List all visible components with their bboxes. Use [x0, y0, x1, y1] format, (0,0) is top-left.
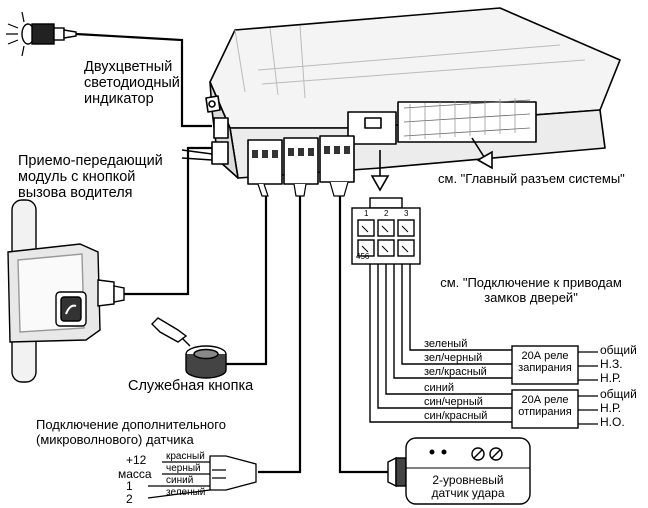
- pin-number: 3: [404, 209, 409, 218]
- door-locks-label: см. "Подключение к приводам замков двере…: [424, 275, 638, 305]
- transceiver-line-1: Приемо-передающий: [18, 153, 163, 169]
- extra-sensor-wire: [258, 196, 302, 474]
- relay-lock-line-2: запирания: [518, 362, 572, 375]
- relay-unlock-line-2: отпирания: [518, 406, 572, 419]
- main-unit: [205, 7, 621, 185]
- extra-sensor-line-2: (микроволнового) датчика: [36, 431, 194, 447]
- service-button-label: Служебная кнопка: [128, 378, 254, 394]
- relay-lock-line-1: 20А реле: [521, 350, 569, 362]
- transceiver-module: [7, 199, 125, 383]
- contact-label: общий: [600, 343, 637, 357]
- transceiver-line-3: вызова водителя: [18, 185, 133, 202]
- service-button-icon: [151, 317, 227, 379]
- wire-label: черный: [166, 463, 201, 474]
- arrow-icon: [370, 137, 493, 192]
- transceiver-line-2: модуль с кнопкой: [18, 169, 136, 186]
- pin-number: 1: [364, 209, 369, 218]
- led-indicator-line-3: индикатор: [84, 91, 154, 108]
- service-button-wire: [224, 196, 268, 366]
- led-wire: [75, 32, 212, 128]
- relay-contact-lines: [578, 351, 598, 425]
- contact-label: общий: [600, 387, 637, 401]
- connector-code: 456: [356, 252, 370, 261]
- contact-label: Н.З.: [600, 357, 623, 371]
- extra-sensor-label: Подключение дополнительного (микроволнов…: [36, 417, 226, 447]
- shock-sensor-label: 2-уровневый датчик удара: [406, 473, 530, 501]
- contact-label: Н.Р.: [600, 401, 622, 415]
- wire-label: син/черный: [424, 396, 483, 408]
- led-indicator-line-1: Двухцветный: [84, 59, 173, 75]
- pin-number: 2: [384, 209, 389, 218]
- relay-unlock-label: 20А реле отпирания: [512, 394, 578, 419]
- shock-sensor: [387, 437, 531, 505]
- wire-label: зел/черный: [424, 352, 483, 364]
- terminal-label: 1: [126, 479, 133, 493]
- transceiver-wire: [124, 146, 212, 296]
- door-locks-line-1: см. "Подключение к приводам: [440, 275, 622, 290]
- wire-label: синий: [424, 382, 455, 394]
- extra-sensor-wires: [147, 461, 211, 499]
- door-locks-line-2: замков дверей": [484, 289, 578, 305]
- shock-sensor-wire: [338, 196, 388, 474]
- led-indicator-line-2: светодиодный: [84, 75, 180, 92]
- wire-label: зеленый: [166, 487, 206, 498]
- relay-lock-box: [511, 345, 579, 385]
- shock-sensor-line-1: 2-уровневый: [432, 473, 504, 487]
- led-indicator-icon: [6, 11, 77, 57]
- wire-label: зел/красный: [424, 366, 487, 378]
- relay-unlock-line-1: 20А реле: [521, 394, 569, 406]
- extra-sensor-connector: [209, 455, 257, 491]
- shock-sensor-line-2: датчик удара: [431, 486, 505, 501]
- extra-sensor-line-1: Подключение дополнительного: [36, 417, 226, 432]
- door-lock-wires: [369, 264, 512, 423]
- terminal-label: +12: [126, 453, 147, 467]
- contact-label: Н.Р.: [600, 371, 622, 385]
- door-lock-connector: [351, 197, 421, 265]
- wire-label: зеленый: [424, 338, 468, 350]
- relay-lock-label: 20А реле запирания: [512, 350, 578, 375]
- wire-label: син/красный: [424, 410, 488, 422]
- potentiometer-icon: [471, 447, 503, 461]
- relay-unlock-box: [511, 389, 579, 429]
- main-connector-label: см. "Главный разъем системы": [438, 171, 625, 186]
- transceiver-label: Приемо-передающий модуль с кнопкой вызов…: [18, 153, 163, 202]
- terminal-label: 2: [126, 492, 133, 506]
- terminal-label: масса: [118, 467, 152, 481]
- led-indicator-label: Двухцветный светодиодный индикатор: [84, 59, 180, 108]
- contact-label: Н.О.: [600, 415, 625, 429]
- wire-label: синий: [166, 475, 194, 486]
- wire-label: красный: [166, 451, 205, 462]
